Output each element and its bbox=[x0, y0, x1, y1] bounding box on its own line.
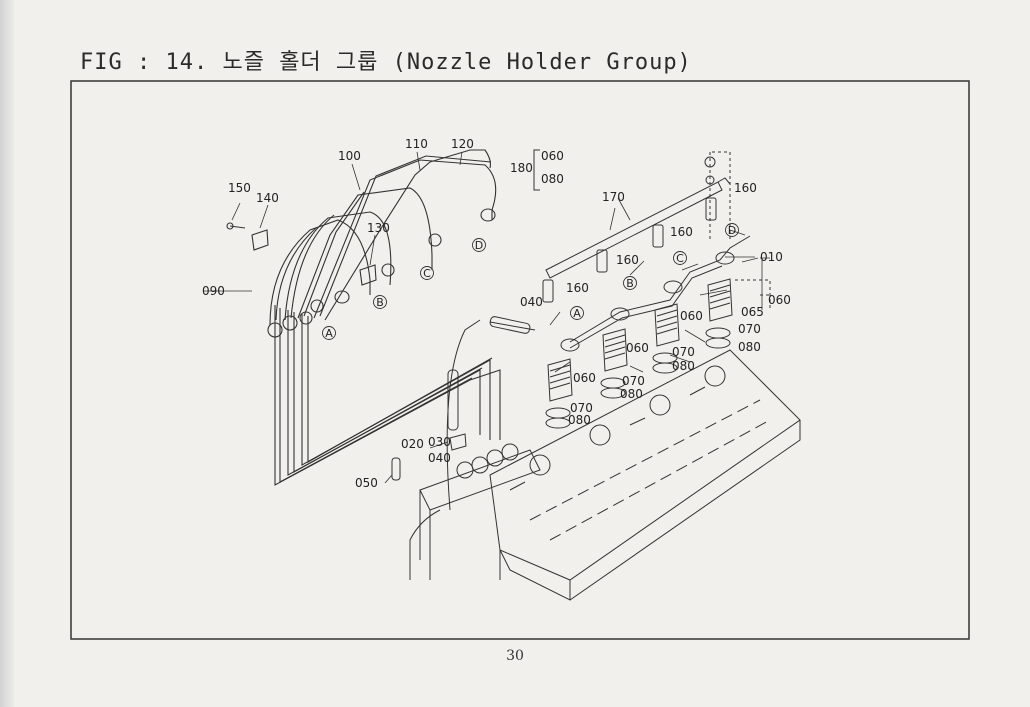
part-label: 080 bbox=[568, 413, 591, 427]
part-label: 090 bbox=[202, 284, 225, 298]
callout-B-right: B bbox=[626, 277, 634, 290]
part-label: 080 bbox=[541, 172, 564, 186]
callout-A-right: A bbox=[573, 307, 581, 320]
injection-pump bbox=[391, 369, 541, 580]
diagram-frame: A B C D A B C D 150 140 100 110 120 130 … bbox=[70, 80, 970, 640]
part-label: 160 bbox=[616, 253, 639, 267]
part-label: 160 bbox=[566, 281, 589, 295]
part-label: 060 bbox=[626, 341, 649, 355]
injection-pipes bbox=[226, 149, 501, 486]
part-label: 170 bbox=[602, 190, 625, 204]
callout-D-right: D bbox=[728, 224, 736, 237]
part-label: 050 bbox=[355, 476, 378, 490]
part-label: 070 bbox=[672, 345, 695, 359]
part-label: 100 bbox=[338, 149, 361, 163]
figure-number: FIG : 14. bbox=[80, 50, 209, 75]
cylinder-head bbox=[446, 319, 801, 601]
part-label: 065 bbox=[741, 305, 764, 319]
page-number: 30 bbox=[506, 648, 524, 664]
part-label: 080 bbox=[738, 340, 761, 354]
part-label: 130 bbox=[367, 221, 390, 235]
part-label: 060 bbox=[541, 149, 564, 163]
part-label: 080 bbox=[672, 359, 695, 373]
page-edge bbox=[0, 0, 14, 707]
part-label: 120 bbox=[451, 137, 474, 151]
figure-title-korean: 노즐 홀더 그룹 bbox=[222, 50, 379, 75]
callout-C-right: C bbox=[676, 252, 684, 265]
part-label: 180 bbox=[510, 161, 533, 175]
diagram-border bbox=[70, 80, 970, 640]
part-label: 060 bbox=[680, 309, 703, 323]
part-label: 040 bbox=[428, 451, 451, 465]
callout-D-left: D bbox=[475, 239, 483, 252]
callout-letters: A B C D A B C D bbox=[325, 224, 736, 340]
part-labels: 150 140 100 110 120 130 090 180 060 080 … bbox=[202, 137, 791, 490]
part-label: 030 bbox=[428, 435, 451, 449]
figure-title: FIG : 14. 노즐 홀더 그룹 (Nozzle Holder Group) bbox=[80, 44, 692, 76]
part-label: 150 bbox=[228, 181, 251, 195]
part-label: 160 bbox=[670, 225, 693, 239]
part-label: 080 bbox=[620, 387, 643, 401]
part-label: 070 bbox=[570, 401, 593, 415]
part-label: 160 bbox=[734, 181, 757, 195]
part-label: 070 bbox=[738, 322, 761, 336]
part-label: 060 bbox=[573, 371, 596, 385]
nozzle-holders bbox=[545, 278, 771, 429]
part-label: 060 bbox=[768, 293, 791, 307]
return-line bbox=[489, 235, 751, 352]
part-label: 040 bbox=[520, 295, 543, 309]
leader-lines bbox=[203, 151, 770, 484]
callout-circles bbox=[322, 223, 739, 340]
part-label: 070 bbox=[622, 374, 645, 388]
nozzle-holder-diagram: A B C D A B C D 150 140 100 110 120 130 … bbox=[70, 80, 970, 640]
part-label: 110 bbox=[405, 137, 428, 151]
leak-off-pipe bbox=[533, 149, 731, 303]
figure-title-english: (Nozzle Holder Group) bbox=[392, 50, 692, 75]
part-label: 140 bbox=[256, 191, 279, 205]
part-label: 020 bbox=[401, 437, 424, 451]
part-label: 010 bbox=[760, 250, 783, 264]
callout-B-left: B bbox=[376, 296, 384, 309]
callout-C-left: C bbox=[423, 267, 431, 280]
callout-A-left: A bbox=[325, 327, 333, 340]
